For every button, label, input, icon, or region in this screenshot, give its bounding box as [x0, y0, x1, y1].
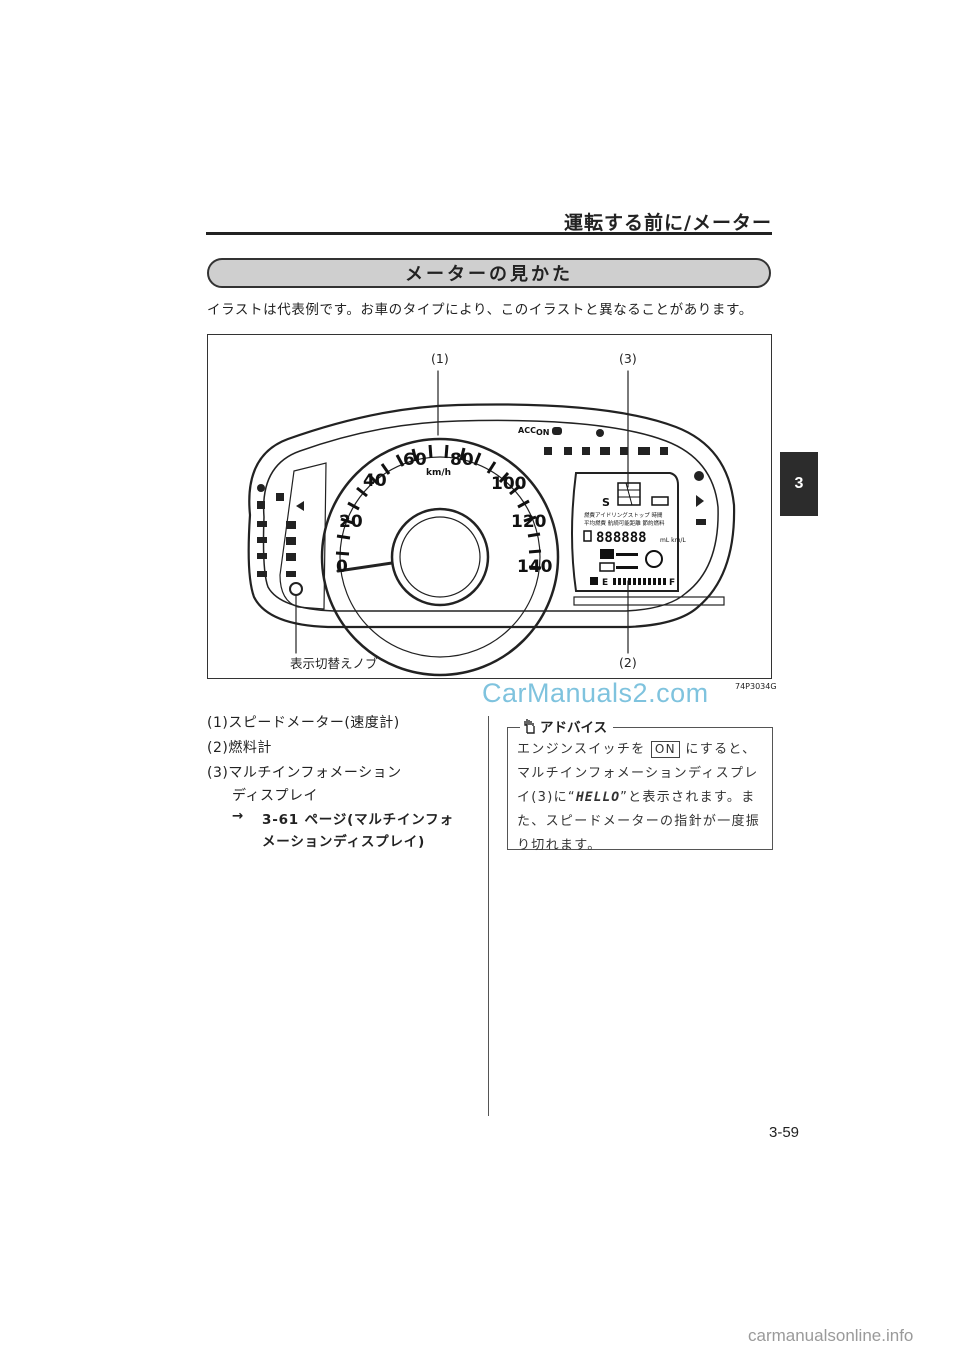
oil-pressure-icon [257, 553, 267, 559]
brake-icon [286, 537, 296, 545]
advice-box [507, 727, 773, 850]
advice-title-text: アドバイス [540, 720, 608, 736]
pointing-hand-icon [524, 719, 535, 734]
callout-2: (2) [619, 655, 637, 670]
item-1: (1)スピードメーター(速度計) [207, 712, 400, 732]
indicator-acc: ACC [518, 426, 536, 435]
speed-label-80: 80 [450, 450, 474, 470]
engine-flow-icon [600, 549, 614, 559]
instrument-cluster-figure: 0 20 40 60 80 100 120 140 km/h ACC ON [207, 334, 772, 679]
item-text: ディスプレイ [232, 788, 319, 804]
reference-line1[interactable]: 3-61 ページ(マルチインフォ [262, 812, 454, 828]
auto-stop-icon [276, 493, 284, 501]
lcd-row1: 燃費アイドリングストップ 時間 [584, 511, 663, 519]
abs-icon [286, 521, 296, 529]
immobilizer-icon [596, 429, 604, 437]
column-divider [488, 716, 489, 1116]
hello-display: HELLO [575, 790, 621, 805]
low-fuel-dot-icon [257, 484, 265, 492]
speed-label-120: 120 [511, 512, 547, 532]
item-text: マルチインフォメーション [228, 765, 402, 781]
reference-line2[interactable]: メーションディスプレイ) [262, 834, 426, 850]
item-3: (3)マルチインフォメーション [207, 762, 402, 782]
charge-icon [286, 571, 296, 577]
item-2: (2)燃料計 [207, 737, 272, 757]
left-turn-icon [296, 501, 304, 511]
wheel-icon [645, 550, 663, 568]
battery-flow-icon [599, 562, 615, 572]
advice-text: ”と表示されます。また、スピードメーターの指針が一度振り切れます。 [517, 790, 761, 853]
intro-text: イラストは代表例です。お車のタイプにより、このイラストと異なることがあります。 [207, 302, 753, 318]
speed-label-40: 40 [363, 471, 387, 491]
item-text: スピードメーター(速度計) [228, 715, 400, 731]
speed-unit: km/h [426, 468, 451, 478]
lcd-s: S [602, 496, 610, 509]
item-3-continued: ディスプレイ [232, 785, 318, 805]
header-rule [206, 232, 772, 235]
lcd-digits: 888888 [596, 530, 647, 546]
advice-text: にすると、マルチインフォメーションディスプレイ(3)に“ [517, 742, 759, 805]
item-number: (2) [207, 740, 229, 756]
seat-belt-icon [544, 447, 552, 455]
lcd-row2: 平均燃費 航続可能距離 節約燃料 [584, 519, 665, 527]
instrument-cluster-illustration: 0 20 40 60 80 100 120 140 km/h ACC ON [247, 370, 736, 677]
chapter-tab: 3 [780, 452, 818, 516]
fuel-bar [613, 578, 666, 585]
display-knob-icon [289, 582, 303, 596]
advice-body: エンジンスイッチを ON にすると、マルチインフォメーションディスプレイ(3)に… [517, 738, 767, 858]
brake-warning-icon [600, 447, 610, 455]
speed-label-60: 60 [403, 450, 427, 470]
fuel-f: F [669, 578, 675, 588]
callout-3: (3) [619, 351, 637, 366]
section-bar: メーターの見かた [207, 258, 771, 288]
lcd-unit: mL km/L [660, 537, 686, 544]
speed-label-20: 20 [339, 512, 363, 532]
watermark: CarManuals2.com [482, 678, 709, 708]
figure-code: 74P3034G [735, 682, 777, 691]
fog-icon [257, 537, 267, 543]
reference-arrow: → [232, 808, 245, 824]
item-number: (1) [207, 715, 229, 731]
speed-label-140: 140 [517, 557, 553, 577]
section-title: メーターの見かた [405, 264, 573, 285]
fuel-e: E [602, 578, 608, 588]
item-text: 燃料計 [228, 740, 272, 756]
footer-site[interactable]: carmanualsonline.info [748, 1326, 914, 1345]
callout-knob: 表示切替えノブ [290, 656, 378, 671]
headlight-icon [257, 521, 267, 527]
fuel-warning-icon [660, 447, 668, 455]
page-number: 3-59 [769, 1124, 800, 1141]
stability-off-icon [620, 447, 628, 455]
engine-glow-icon [694, 471, 704, 481]
airbag-icon [564, 447, 572, 455]
traction-icon [257, 501, 265, 509]
coolant-icon [696, 519, 706, 525]
power-steering-icon [286, 553, 296, 561]
on-key: ON [650, 741, 680, 758]
battery-icon [638, 447, 650, 455]
item-number: (3) [207, 765, 229, 781]
callout-1: (1) [431, 351, 449, 366]
speed-label-0: 0 [336, 557, 348, 577]
key-indicator-icon [552, 427, 562, 435]
indicator-on: ON [536, 428, 550, 437]
right-turn-icon [696, 495, 704, 507]
advice-title: アドバイス [520, 716, 614, 736]
fuel-pump-icon [590, 577, 598, 585]
speed-label-100: 100 [491, 474, 527, 494]
advice-text: エンジンスイッチを [517, 742, 646, 757]
passenger-icon [582, 447, 590, 455]
header-title: 運転する前に/メーター [564, 212, 772, 234]
check-engine-icon [257, 571, 267, 577]
